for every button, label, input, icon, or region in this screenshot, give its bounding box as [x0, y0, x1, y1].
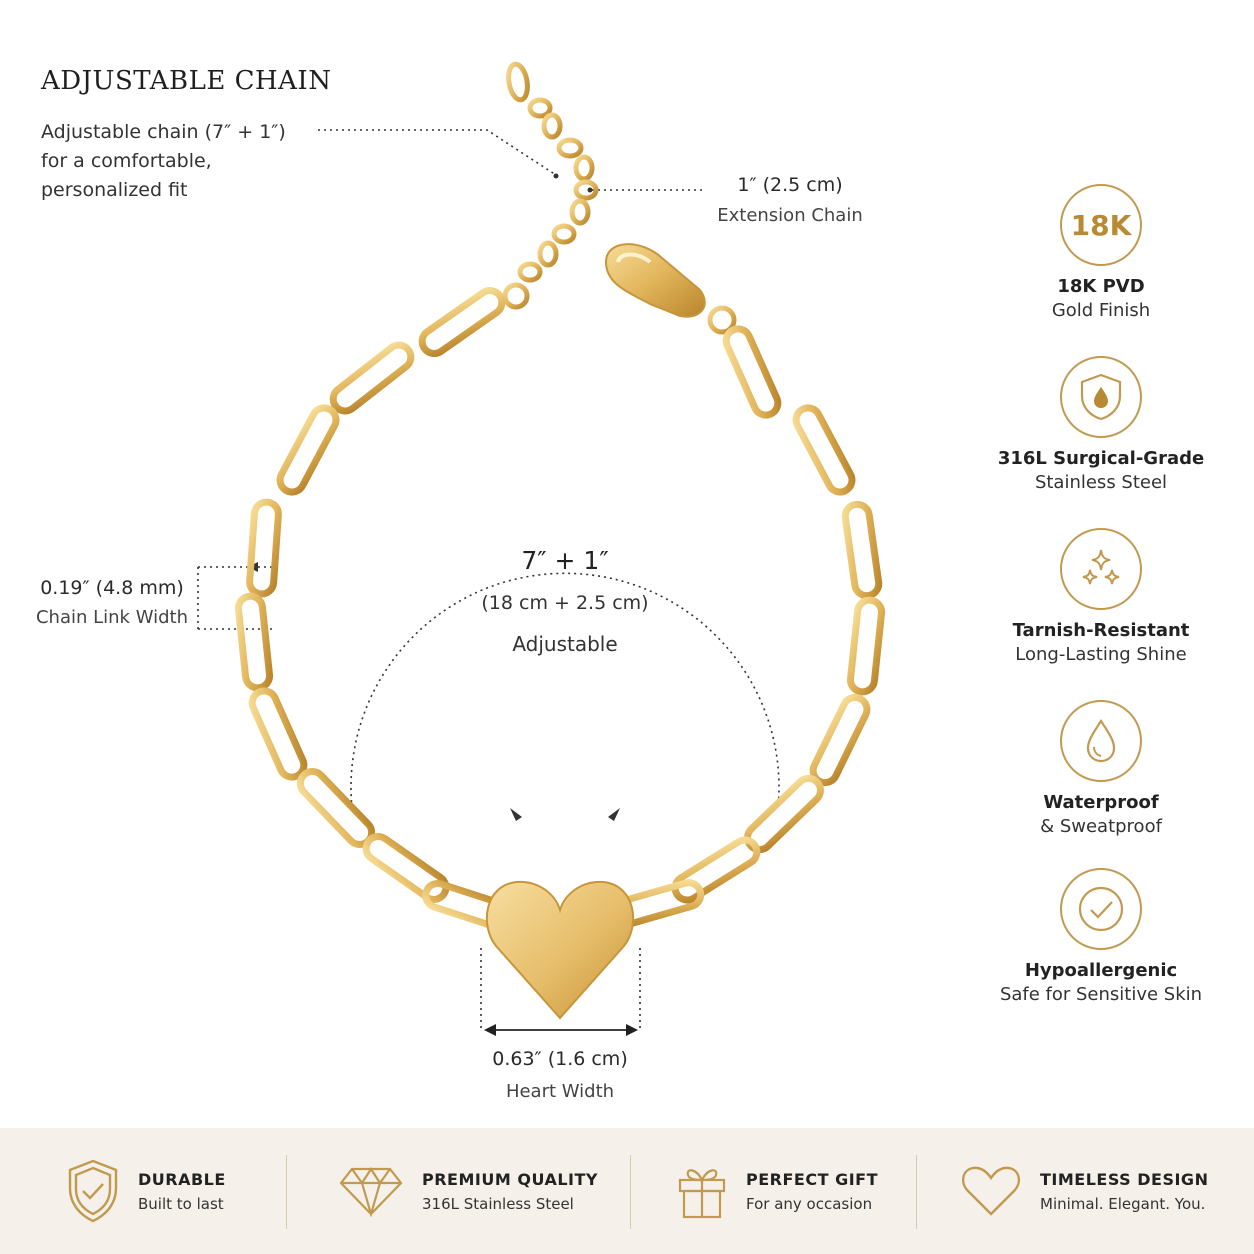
feature-18k: 18K 18K PVD Gold Finish: [990, 184, 1212, 321]
lobster-clasp: [604, 243, 737, 335]
feature-title: 18K PVD: [1057, 276, 1145, 297]
dotted-leaders: [197, 129, 780, 1030]
description-line: personalized fit: [41, 179, 188, 201]
length-note: Adjustable: [512, 632, 618, 656]
extension-size: 1″ (2.5 cm): [737, 174, 843, 196]
feature-steel: 316L Surgical-Grade Stainless Steel: [990, 356, 1212, 493]
diamond-icon: [339, 1166, 403, 1217]
divider: [916, 1155, 917, 1229]
benefit-premium: PREMIUM QUALITY 316L Stainless Steel: [338, 1153, 598, 1229]
feature-hypoallergenic: Hypoallergenic Safe for Sensitive Skin: [990, 868, 1212, 1005]
page-title: ADJUSTABLE CHAIN: [41, 66, 332, 96]
benefit-timeless: TIMELESS DESIGN Minimal. Elegant. You.: [960, 1153, 1208, 1229]
heart-width-size: 0.63″ (1.6 cm): [492, 1048, 628, 1070]
sparkle-icon: [1060, 528, 1142, 610]
feature-title: Waterproof: [1043, 792, 1159, 813]
length-metric: (18 cm + 2.5 cm): [481, 592, 649, 614]
heart-width-label: Heart Width: [505, 1081, 615, 1102]
benefit-subtitle: Built to last: [138, 1194, 224, 1213]
feature-title: Hypoallergenic: [1024, 960, 1178, 981]
feature-subtitle: Long-Lasting Shine: [1015, 644, 1187, 665]
shield-check-icon: [68, 1159, 118, 1223]
feature-subtitle: & Sweatproof: [1040, 816, 1162, 837]
benefit-gift: PERFECT GIFT For any occasion: [676, 1153, 878, 1229]
benefit-durable: DURABLE Built to last: [66, 1153, 226, 1229]
link-width-size: 0.19″ (4.8 mm): [40, 577, 184, 599]
adjustable-description: Adjustable chain (7″ + 1″) for a comfort…: [41, 118, 341, 205]
benefits-bar: [0, 1128, 1254, 1254]
heart-outline-icon: [961, 1166, 1021, 1216]
gift-icon: [678, 1169, 726, 1219]
heart-charm: [485, 880, 635, 1020]
heart-width-arrow: [484, 1024, 638, 1036]
feature-subtitle: Stainless Steel: [1034, 472, 1168, 493]
water-drop-icon: [1060, 700, 1142, 782]
badge-text: 18K: [1070, 208, 1132, 242]
feature-waterproof: Waterproof & Sweatproof: [990, 700, 1212, 837]
feature-title: 316L Surgical-Grade: [997, 448, 1205, 469]
benefit-subtitle: Minimal. Elegant. You.: [1040, 1194, 1206, 1213]
shield-drop-icon: [1060, 356, 1142, 438]
description-line: for a comfortable,: [41, 150, 212, 172]
benefit-title: DURABLE: [138, 1169, 226, 1189]
extension-label: Extension Chain: [717, 205, 863, 226]
benefit-subtitle: For any occasion: [746, 1194, 873, 1213]
benefit-title: PREMIUM QUALITY: [422, 1169, 598, 1189]
extension-chain: [502, 61, 599, 310]
divider: [630, 1155, 631, 1229]
benefit-subtitle: 316L Stainless Steel: [422, 1194, 574, 1213]
benefit-title: PERFECT GIFT: [746, 1169, 878, 1189]
length-main: 7″ + 1″: [521, 546, 609, 575]
feature-subtitle: Safe for Sensitive Skin: [999, 984, 1203, 1005]
description-line: Adjustable chain (7″ + 1″): [41, 121, 286, 143]
benefit-title: TIMELESS DESIGN: [1040, 1169, 1209, 1189]
check-circle-icon: [1060, 868, 1142, 950]
feature-tarnish: Tarnish-Resistant Long-Lasting Shine: [990, 528, 1212, 665]
feature-subtitle: Gold Finish: [1051, 300, 1151, 321]
18k-badge-icon: 18K: [1060, 184, 1142, 266]
divider: [286, 1155, 287, 1229]
feature-title: Tarnish-Resistant: [1012, 620, 1190, 641]
paperclip-chain: [234, 286, 886, 933]
link-width-label: Chain Link Width: [35, 607, 188, 628]
